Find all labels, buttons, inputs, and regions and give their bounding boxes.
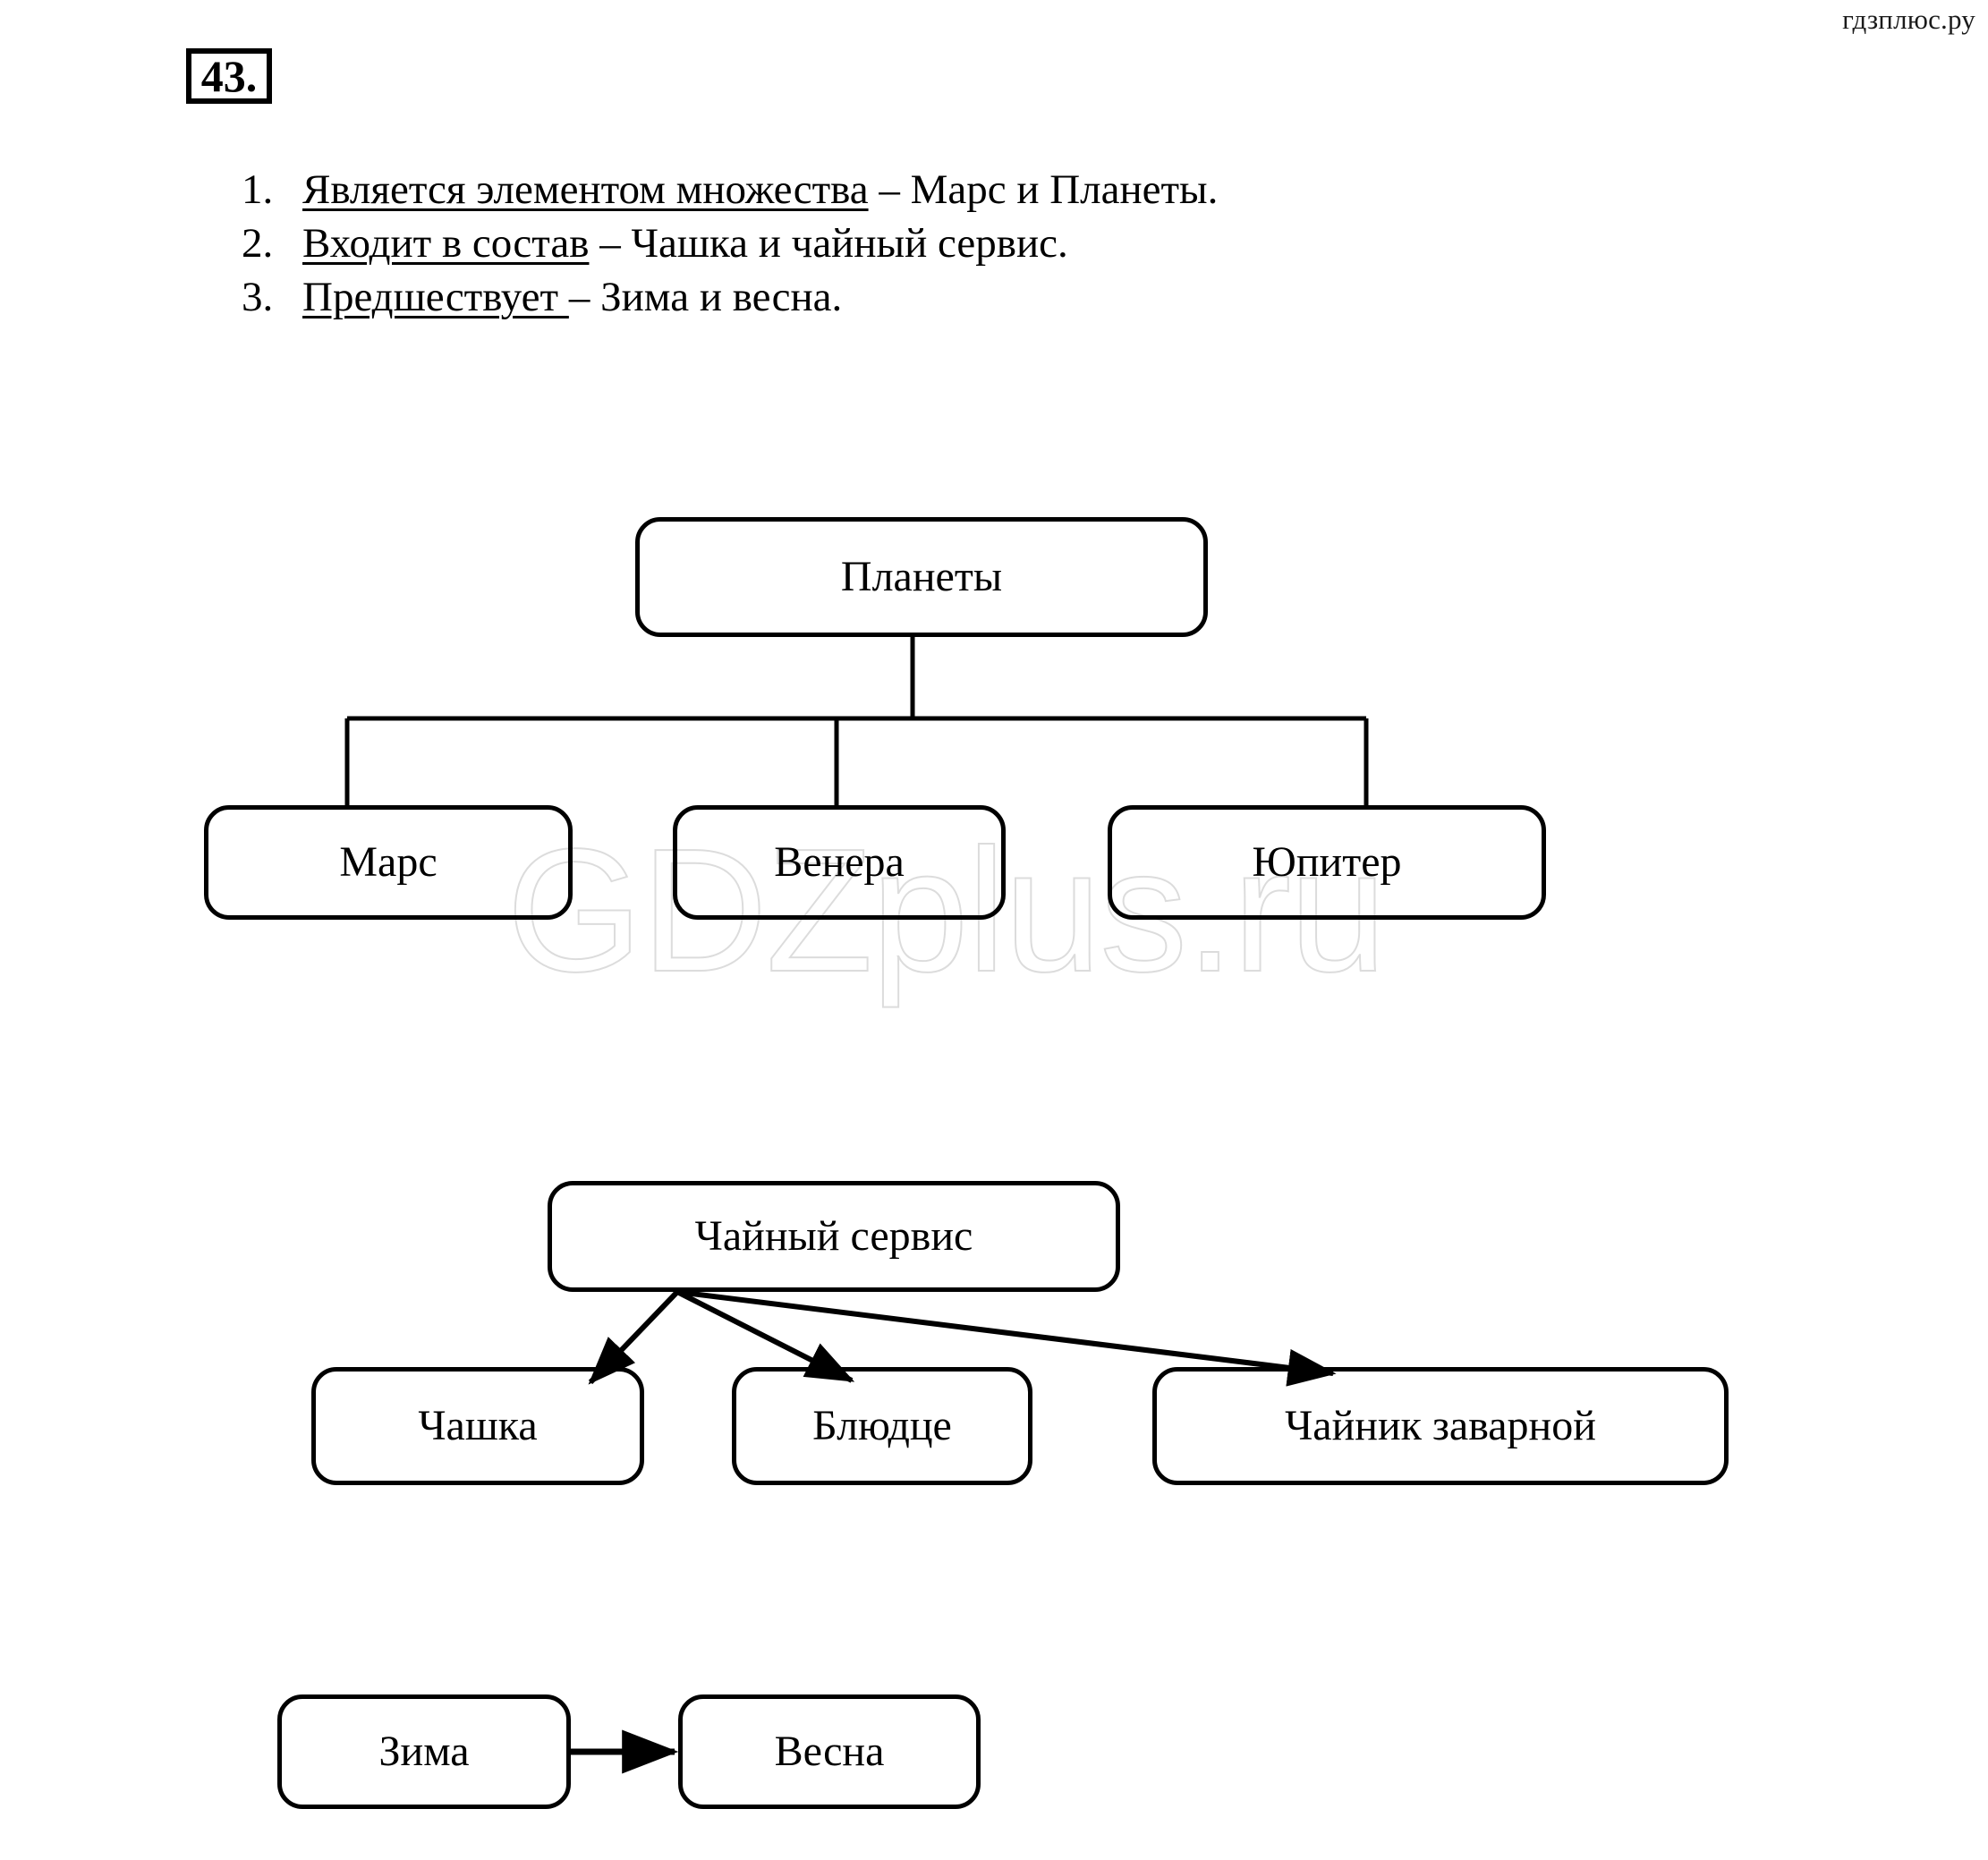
- planets-connectors: [344, 637, 1369, 808]
- list-item-term: Является элементом множества: [302, 166, 869, 213]
- list-item-text: Предшествует – Зима и весна.: [302, 270, 842, 324]
- list-item-text: Является элементом множества – Марс и Пл…: [302, 163, 1218, 217]
- node-saucer[interactable]: Блюдце: [732, 1367, 1032, 1485]
- node-winter[interactable]: Зима: [277, 1694, 571, 1809]
- list-item-text: Входит в состав – Чашка и чайный сервис.: [302, 217, 1068, 270]
- node-mars[interactable]: Марс: [204, 805, 573, 920]
- list-item: 3. Предшествует – Зима и весна.: [242, 270, 1763, 324]
- node-spring[interactable]: Весна: [678, 1694, 981, 1809]
- list-item-term: Предшествует: [302, 274, 569, 321]
- list-item-remainder: – Марс и Планеты.: [868, 166, 1219, 213]
- list-item: 2. Входит в состав – Чашка и чайный серв…: [242, 217, 1763, 270]
- node-planety[interactable]: Планеты: [635, 517, 1208, 637]
- answer-list: 1. Является элементом множества – Марс и…: [242, 163, 1763, 324]
- list-item-index: 2.: [242, 220, 274, 268]
- list-item-index: 3.: [242, 274, 274, 321]
- list-item-index: 1.: [242, 166, 274, 213]
- node-teapot[interactable]: Чайник заварной: [1152, 1367, 1729, 1485]
- node-tea-service[interactable]: Чайный сервис: [548, 1181, 1120, 1292]
- list-item-remainder: – Зима и весна.: [568, 274, 843, 321]
- node-cup[interactable]: Чашка: [311, 1367, 644, 1485]
- site-watermark-text: гдзплюс.ру: [1842, 4, 1975, 35]
- exercise-number-badge: 43.: [186, 48, 272, 104]
- list-item-term: Входит в состав: [302, 220, 590, 268]
- node-jupiter[interactable]: Юпитер: [1108, 805, 1546, 920]
- node-venera[interactable]: Венера: [673, 805, 1006, 920]
- list-item-remainder: – Чашка и чайный сервис.: [589, 220, 1068, 268]
- list-item: 1. Является элементом множества – Марс и…: [242, 163, 1763, 217]
